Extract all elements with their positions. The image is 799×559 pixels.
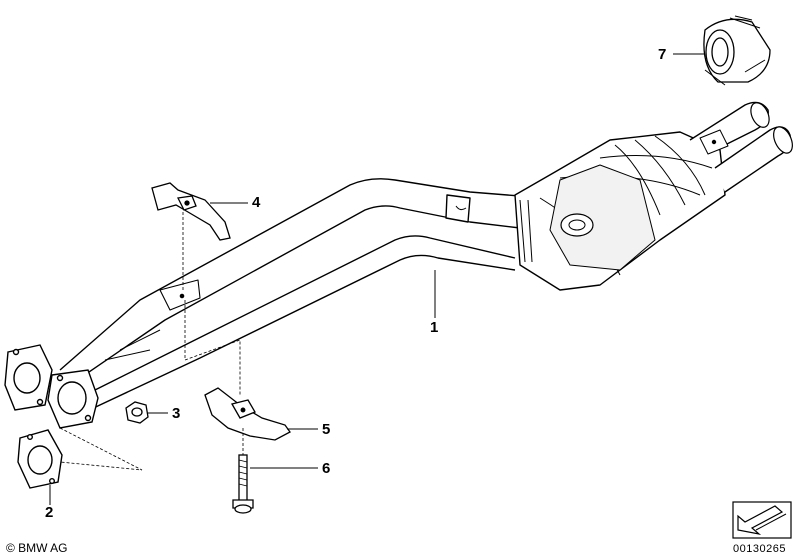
direction-arrow-icon: [732, 501, 792, 539]
callout-part-1: 1: [430, 319, 439, 336]
clamp-bracket: [204, 387, 291, 441]
pipe-flanges: [4, 344, 99, 429]
hex-nut: [125, 401, 149, 424]
callout-part-5: 5: [322, 421, 331, 438]
assembly-guide-lines: [59, 212, 244, 471]
callout-part-6: 6: [322, 460, 331, 477]
gasket: [17, 429, 63, 489]
catalytic-converter: [514, 101, 793, 291]
document-number: 00130265: [733, 543, 786, 555]
copyright-label: © BMW AG: [6, 541, 68, 555]
callout-part-7: 7: [658, 46, 667, 63]
leader-lines: [49, 53, 705, 505]
callout-part-2: 2: [45, 504, 54, 521]
bolt: [232, 454, 254, 514]
front-pipe: [59, 178, 521, 413]
callout-part-3: 3: [172, 405, 181, 422]
callout-part-4: 4: [252, 194, 261, 211]
pipe-clamp: [703, 15, 771, 86]
hanger-bracket: [151, 182, 231, 241]
